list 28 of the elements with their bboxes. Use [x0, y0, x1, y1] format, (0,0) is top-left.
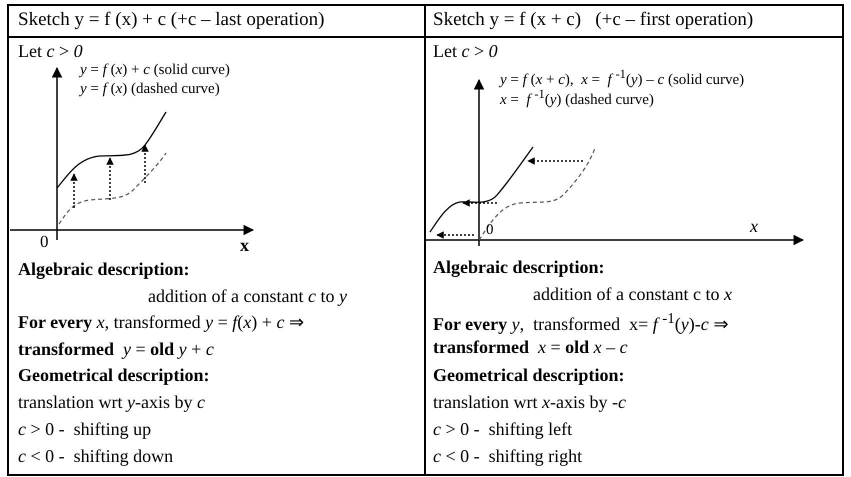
description-text: translation wrt x-axis by -c: [433, 393, 626, 413]
description-text: For every x, transformed y = f(x) + c ⇒: [18, 313, 304, 333]
description-text: c < 0 - shifting down: [18, 447, 174, 467]
axis-label: x: [240, 236, 249, 256]
axis-label: x: [750, 217, 758, 237]
description-text: c < 0 - shifting right: [433, 447, 582, 467]
section-heading: Algebraic description:: [18, 260, 190, 280]
section-heading: Geometrical description:: [433, 366, 624, 386]
description-text: c > 0 - shifting up: [18, 420, 152, 440]
table-heading: Sketch y = f (x + c) (+c – first operation): [433, 10, 754, 31]
function-label: y = f (x + c), x = f $^{-1}$(y) – c (solid curve): [500, 68, 744, 88]
function-label: y = f (x) (dashed curve): [80, 81, 220, 98]
description-text: addition of a constant c to y: [148, 287, 347, 307]
description-text: translation wrt y-axis by c: [18, 393, 205, 413]
description-text: addition of a constant c to x: [533, 285, 732, 305]
table-heading: Sketch y = f (x) + c (+c – last operation): [18, 10, 324, 31]
function-label: x = f $^{-1}$(y) (dashed curve): [500, 88, 654, 108]
origin-label: 0: [40, 233, 48, 252]
description-text: For every y, transformed x= f $^{-1}$(y)-c ⇒: [433, 311, 728, 335]
condition-text: Let c > 0: [18, 42, 83, 62]
description-text: transformed x = old x – c: [433, 338, 628, 358]
function-label: y = f (x) + c (solid curve): [80, 62, 230, 78]
section-heading: Geometrical description:: [18, 366, 210, 386]
condition-text: Let c > 0: [433, 42, 498, 62]
description-text: transformed y = old y + c: [18, 340, 214, 360]
origin-label: 0: [486, 222, 494, 238]
description-text: c > 0 - shifting left: [433, 420, 572, 440]
section-heading: Algebraic description:: [433, 258, 604, 278]
